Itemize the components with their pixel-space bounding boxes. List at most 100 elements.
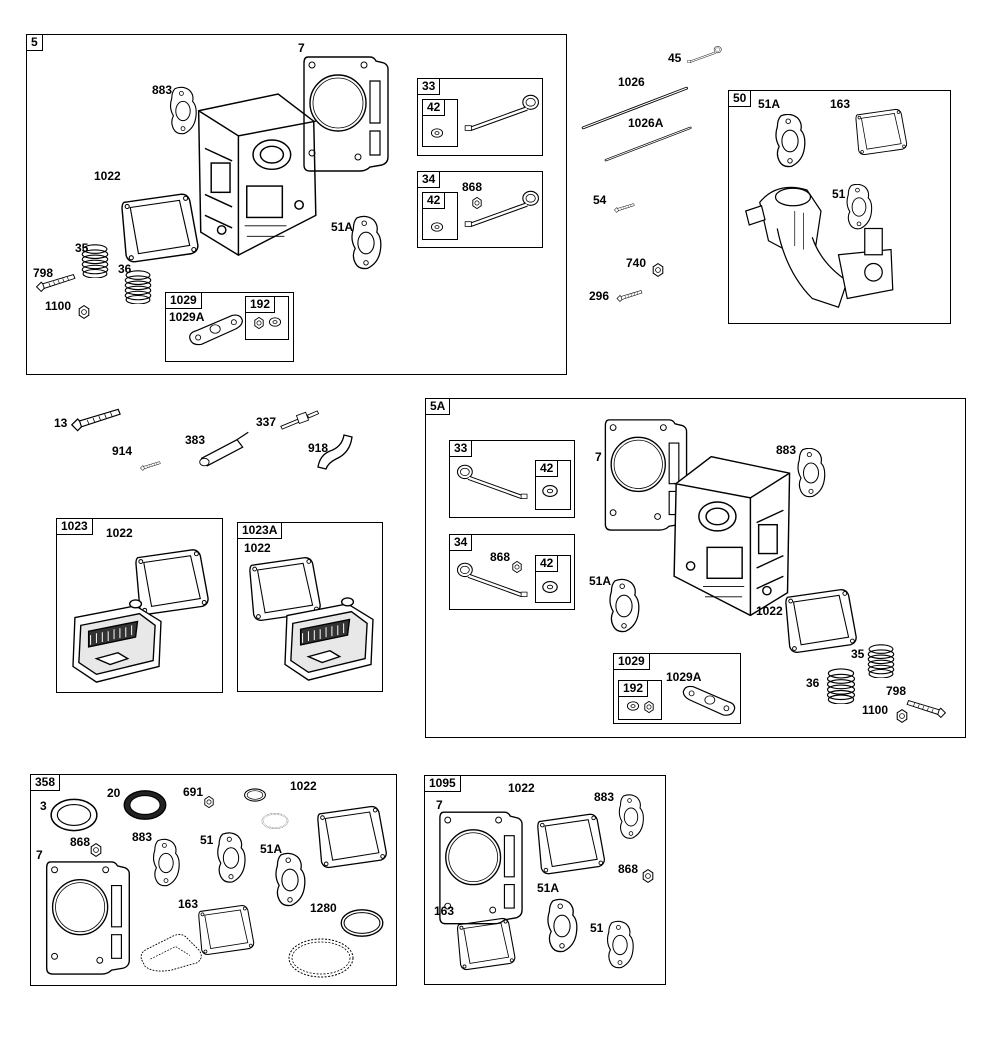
group-label[interactable]: 34 [449,534,473,551]
valve-33b[interactable] [456,458,530,508]
part-798[interactable]: 798 [33,266,54,280]
part-1022[interactable]: 1022 [106,526,133,540]
part-1022[interactable]: 1022 [290,779,317,793]
part-383[interactable]: 383 [185,433,206,447]
part-1022[interactable]: 1022 [244,541,271,555]
keeper-192a[interactable] [268,314,282,330]
part-3[interactable]: 3 [40,799,47,813]
part-35[interactable]: 35 [75,241,89,255]
part-54[interactable]: 54 [593,193,607,207]
rect-gasket-1022d[interactable] [784,574,860,668]
group-label[interactable]: 42 [535,555,559,572]
group-label[interactable]: 42 [535,460,559,477]
part-51A[interactable]: 51A [260,842,283,856]
part-163[interactable]: 163 [178,897,199,911]
part-868[interactable]: 868 [490,550,511,564]
clip-1100a[interactable] [76,304,92,320]
part-868[interactable]: 868 [70,835,91,849]
ring-1280-b[interactable] [286,936,356,980]
sensor-383[interactable] [196,424,252,474]
flange-883d[interactable] [616,792,646,842]
part-1100[interactable]: 1100 [862,703,889,717]
flange-51c[interactable] [604,918,636,972]
part-691[interactable]: 691 [183,785,204,799]
part-1280[interactable]: 1280 [310,901,337,915]
part-163[interactable]: 163 [830,97,851,111]
seal-20[interactable] [120,788,170,822]
stud-296[interactable] [614,286,644,306]
flange-51Aa[interactable] [348,214,384,272]
gasket-163c[interactable] [456,914,518,974]
flange-51Ad[interactable] [272,852,308,908]
part-1022[interactable]: 1022 [94,169,121,183]
part-51A[interactable]: 51A [331,220,354,234]
bolt-54[interactable] [612,198,636,218]
part-1026A[interactable]: 1026A [628,116,664,130]
part-7[interactable]: 7 [436,798,443,812]
flange-51Ae[interactable] [544,896,580,956]
head-gasket-7a[interactable] [300,52,390,174]
part-883[interactable]: 883 [776,443,797,457]
group-label[interactable]: 34 [417,171,441,188]
part-883[interactable]: 883 [152,83,173,97]
group-label[interactable]: 50 [728,90,752,107]
part-51[interactable]: 51 [200,833,214,847]
flange-883c[interactable] [150,838,182,888]
intake-manifold-50[interactable] [734,176,908,316]
ring-1280-a[interactable] [336,906,388,940]
part-1100[interactable]: 1100 [45,299,72,313]
spring-36b[interactable] [822,668,860,704]
seal-3[interactable] [48,796,100,834]
part-36[interactable]: 36 [806,676,820,690]
head-gasket-7c[interactable] [42,858,132,976]
part-45[interactable]: 45 [668,51,682,65]
pushrod-45[interactable] [686,44,722,66]
rocker-1029Ab[interactable] [680,682,738,718]
part-163[interactable]: 163 [434,904,455,918]
part-7[interactable]: 7 [595,450,602,464]
part-1029A[interactable]: 1029A [169,310,205,324]
group-label[interactable]: 33 [417,78,441,95]
nut-868b[interactable] [510,560,524,574]
oring-b[interactable] [260,812,290,830]
rect-gasket-1022a[interactable] [120,184,202,272]
part-51A[interactable]: 51A [589,574,612,588]
part-1022[interactable]: 1022 [508,781,535,795]
group-label[interactable]: 192 [245,296,276,313]
group-label[interactable]: 33 [449,440,473,457]
part-7[interactable]: 7 [36,848,43,862]
valve-cover-1023[interactable] [66,598,166,686]
part-1022[interactable]: 1022 [756,604,783,618]
group-label[interactable]: 1023 [56,518,93,535]
keeper-42c[interactable] [541,482,559,500]
nut-740[interactable] [650,262,666,278]
part-51[interactable]: 51 [832,187,846,201]
group-label[interactable]: 42 [422,99,446,116]
bolt-914[interactable] [138,456,162,476]
part-51A[interactable]: 51A [537,881,560,895]
group-label[interactable]: 42 [422,192,446,209]
part-1029A[interactable]: 1029A [666,670,702,684]
part-13[interactable]: 13 [54,416,68,430]
part-337[interactable]: 337 [256,415,277,429]
part-798[interactable]: 798 [886,684,907,698]
bolt-798b[interactable] [904,696,950,722]
part-740[interactable]: 740 [626,256,647,270]
flange-51b[interactable] [214,832,248,884]
group-label[interactable]: 1023A [237,522,283,539]
keeper-42a[interactable] [430,126,444,140]
part-296[interactable]: 296 [589,289,610,303]
spring-35b[interactable] [864,644,898,678]
bolt-13[interactable] [66,402,124,438]
group-label[interactable]: 192 [618,680,649,697]
part-35[interactable]: 35 [851,647,865,661]
nut-691[interactable] [202,794,216,810]
flange-51Ac[interactable] [606,578,642,634]
nut-192b[interactable] [642,700,656,714]
part-51[interactable]: 51 [590,921,604,935]
rect-gasket-1022f[interactable] [536,796,608,892]
part-20[interactable]: 20 [107,786,121,800]
keeper-42d[interactable] [541,578,559,596]
part-7[interactable]: 7 [298,41,305,55]
part-868[interactable]: 868 [618,862,639,876]
